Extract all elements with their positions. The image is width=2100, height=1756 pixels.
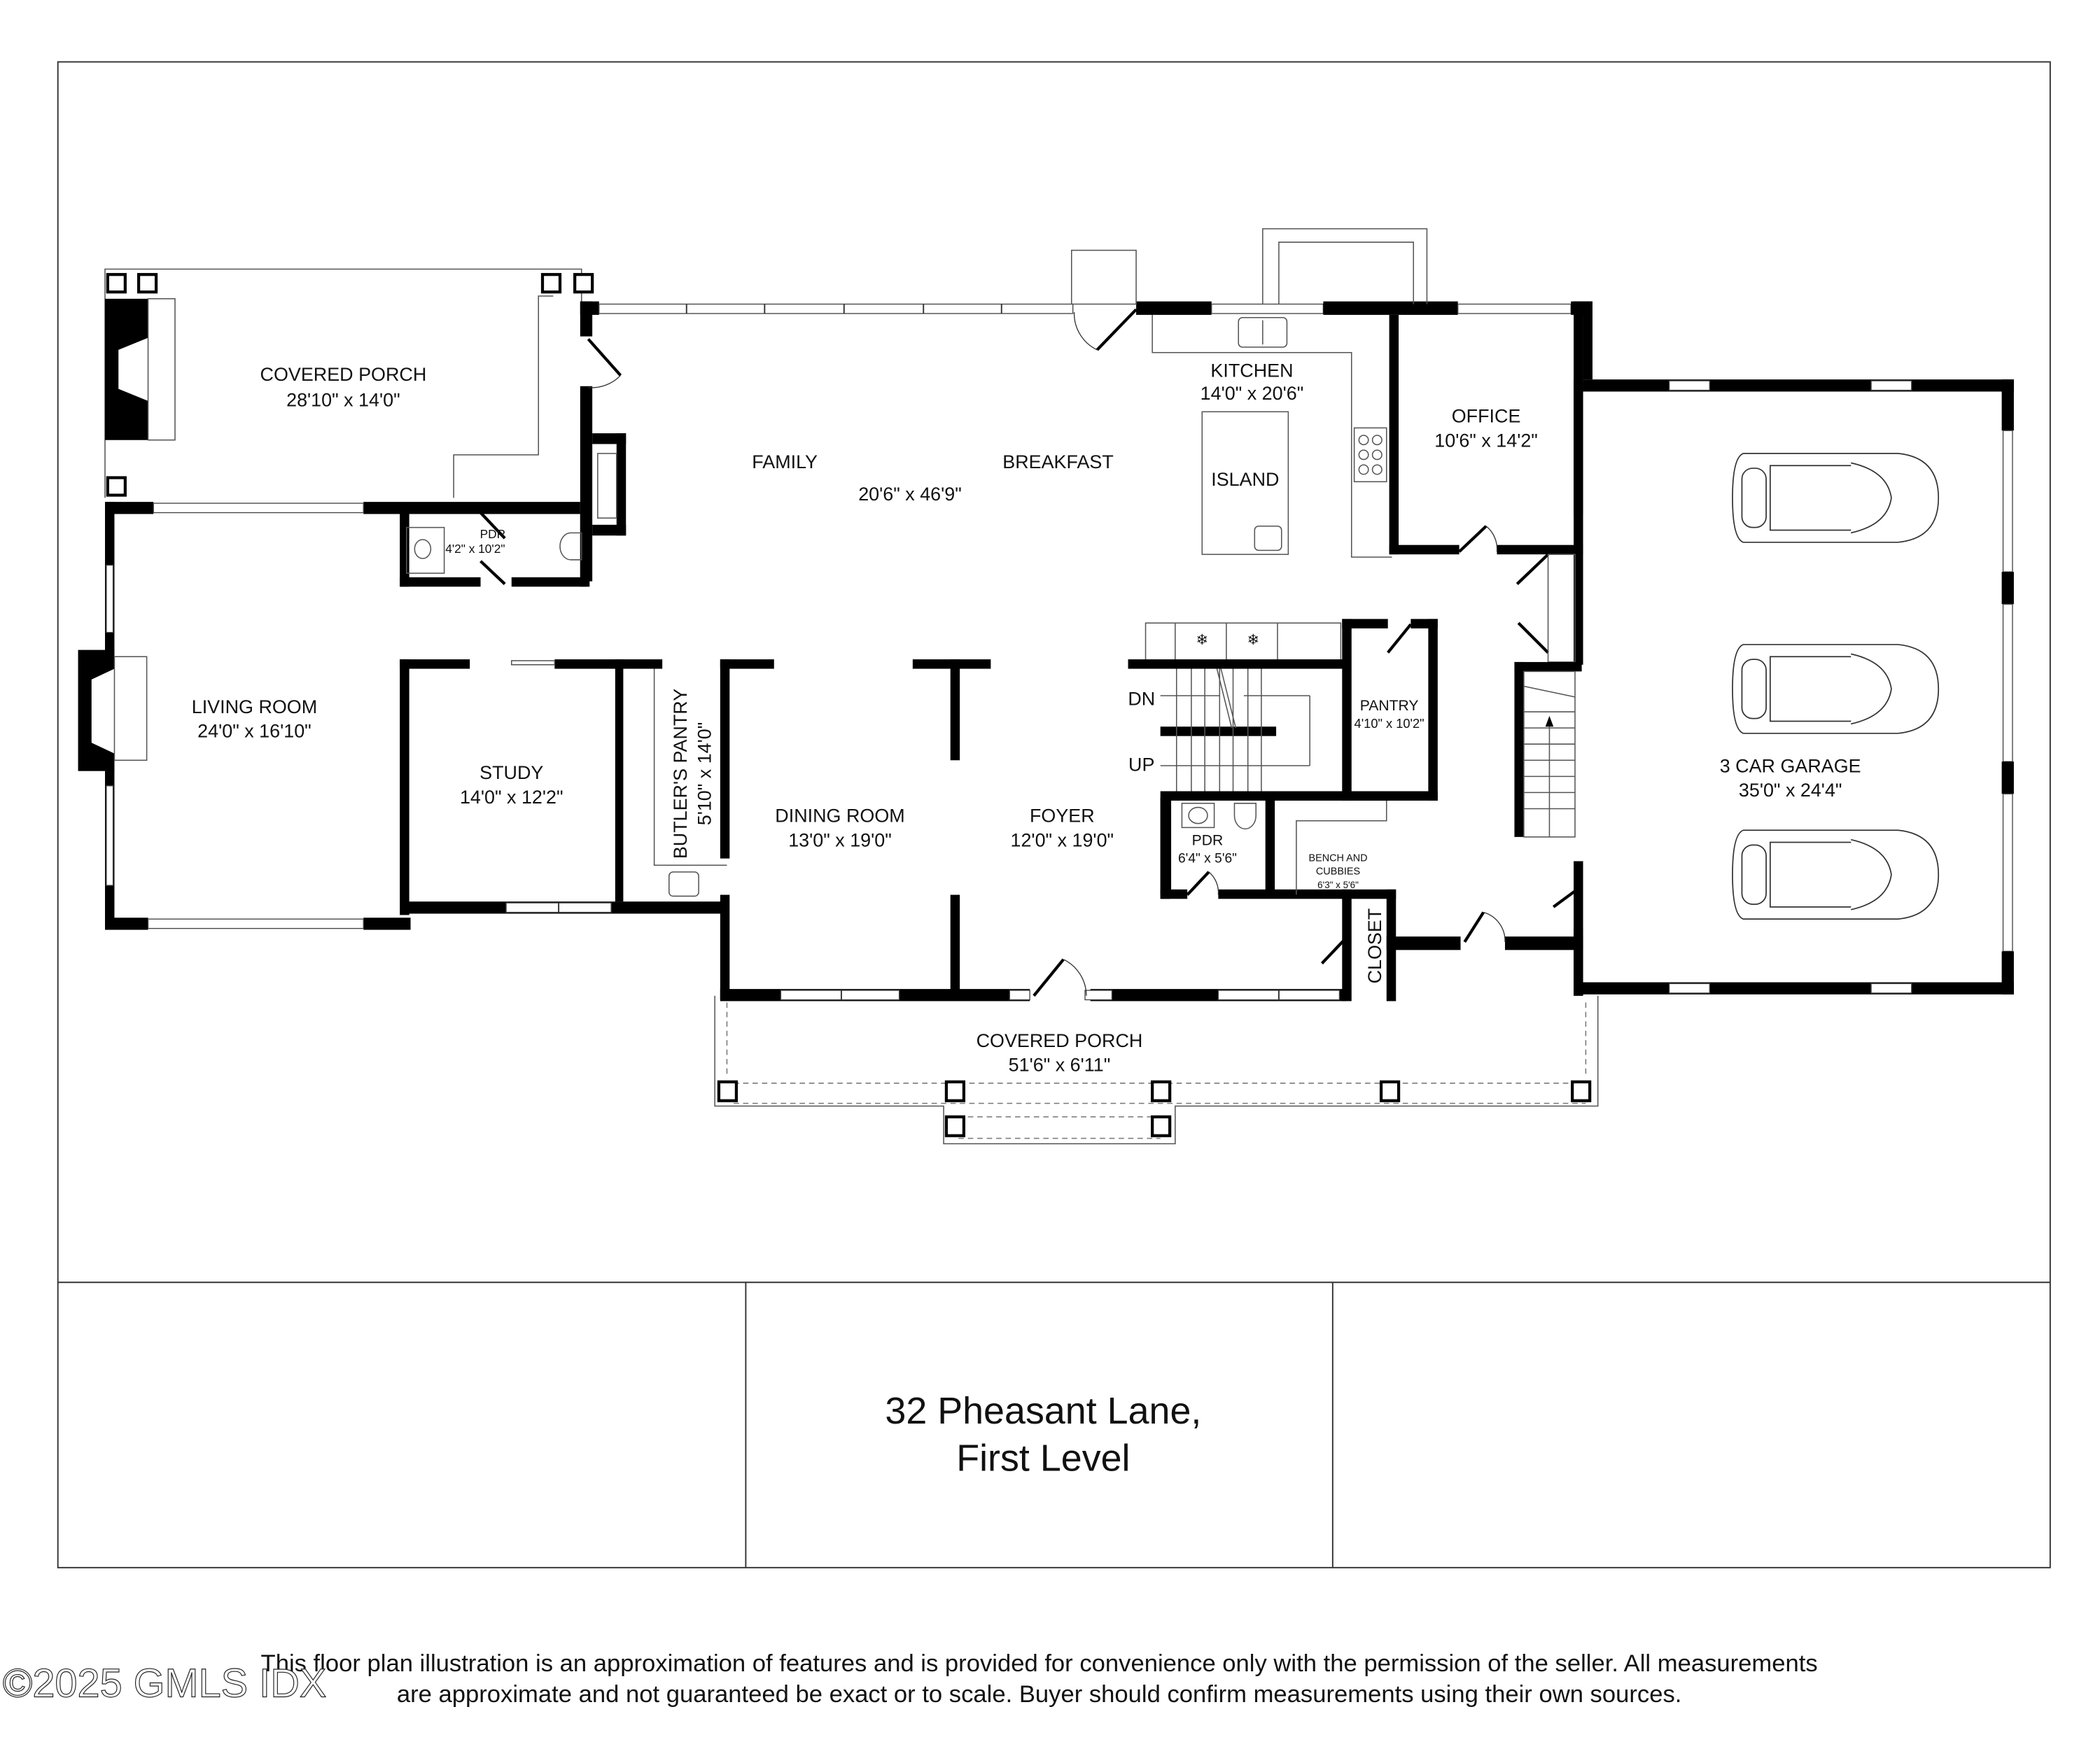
- room-labels: COVERED PORCH 28'10" x 14'0" PDR 4'2" x …: [192, 360, 1861, 1075]
- room-name-island: ISLAND: [1211, 469, 1279, 490]
- room-name-living-room: LIVING ROOM: [192, 696, 317, 717]
- room-size-dining-room: 13'0" x 19'0": [788, 829, 892, 850]
- room-size-butlers-pantry: 5'10" x 14'0": [694, 722, 715, 826]
- room-name-family: FAMILY: [752, 451, 818, 472]
- room-size-bench-cubbies: 6'3" x 5'6": [1317, 880, 1359, 890]
- porch-column: [1151, 1080, 1172, 1102]
- room-size-family: 20'6" x 46'9": [858, 484, 962, 505]
- refrigerator-icon: ❄: [1196, 632, 1208, 648]
- room-size-garage: 35'0" x 24'4": [1739, 780, 1842, 801]
- porch-column: [944, 1115, 966, 1137]
- garage-cars: [1732, 453, 1940, 920]
- room-name-pdr-upper: PDR: [480, 527, 506, 541]
- room-size-pdr-upper: 4'2" x 10'2": [445, 542, 505, 556]
- plan-title-line2: First Level: [956, 1437, 1130, 1479]
- room-size-pantry: 4'10" x 10'2": [1354, 716, 1424, 731]
- porch-column: [717, 1080, 738, 1102]
- rear-covered-porch: [104, 268, 594, 498]
- garage-walls: [1574, 379, 2014, 996]
- disclaimer-line2: are approximate and not guaranteed be ex…: [397, 1681, 1682, 1708]
- room-size-study: 14'0" x 12'2": [460, 787, 564, 808]
- room-name-garage: 3 CAR GARAGE: [1720, 756, 1861, 777]
- porch-column: [1571, 1080, 1592, 1102]
- disclaimer-line1: This floor plan illustration is an appro…: [261, 1650, 1818, 1677]
- porch-column: [1379, 1080, 1401, 1102]
- copyright-watermark: ©2025 GMLS IDX: [3, 1661, 326, 1706]
- room-size-covered-porch-rear: 28'10" x 14'0": [286, 390, 400, 411]
- room-name-kitchen: KITCHEN: [1210, 360, 1293, 381]
- front-covered-porch: [714, 995, 1599, 1144]
- stairs-up-label: UP: [1128, 754, 1154, 775]
- kitchen-island: [1201, 411, 1289, 555]
- porch-column: [944, 1080, 966, 1102]
- room-name-butlers-pantry: BUTLER'S PANTRY: [670, 689, 691, 859]
- room-name-closet: CLOSET: [1364, 908, 1385, 984]
- room-name-covered-porch-rear: COVERED PORCH: [260, 364, 427, 385]
- room-name2-bench-cubbies: CUBBIES: [1316, 866, 1360, 878]
- porch-column: [106, 273, 127, 294]
- room-name-foyer: FOYER: [1030, 806, 1095, 827]
- room-name-office: OFFICE: [1452, 406, 1521, 427]
- sheet-frame: [57, 61, 2051, 1568]
- porch-column: [573, 273, 594, 294]
- room-size-pdr-lower: 6'4" x 5'6": [1178, 851, 1237, 866]
- refrigerator-icon: ❄: [1247, 632, 1260, 648]
- room-size-living-room: 24'0" x 16'10": [197, 721, 312, 742]
- car-icon: [1732, 829, 1940, 920]
- exterior-walls: ❄ ❄: [78, 228, 1592, 1002]
- room-name-pdr-lower: PDR: [1192, 832, 1224, 848]
- porch-column: [136, 273, 158, 294]
- room-size-covered-porch-front: 51'6" x 6'11": [1009, 1054, 1111, 1075]
- porch-column: [1151, 1115, 1172, 1137]
- room-name-dining-room: DINING ROOM: [775, 806, 904, 827]
- room-size-kitchen: 14'0" x 20'6": [1200, 383, 1304, 404]
- room-name-breakfast: BREAKFAST: [1002, 451, 1114, 472]
- room-size-foyer: 12'0" x 19'0": [1011, 829, 1114, 850]
- room-name-bench-cubbies: BENCH AND: [1309, 852, 1368, 864]
- stairs-down-label: DN: [1128, 688, 1155, 709]
- room-name-covered-porch-front: COVERED PORCH: [976, 1030, 1143, 1051]
- porch-column: [106, 476, 127, 497]
- room-name-study: STUDY: [479, 762, 543, 783]
- room-size-office: 10'6" x 14'2": [1434, 430, 1538, 451]
- car-icon: [1732, 453, 1940, 543]
- plan-title-line1: 32 Pheasant Lane,: [885, 1390, 1201, 1432]
- porch-column: [540, 273, 562, 294]
- room-name-pantry: PANTRY: [1360, 698, 1419, 714]
- car-icon: [1732, 644, 1940, 734]
